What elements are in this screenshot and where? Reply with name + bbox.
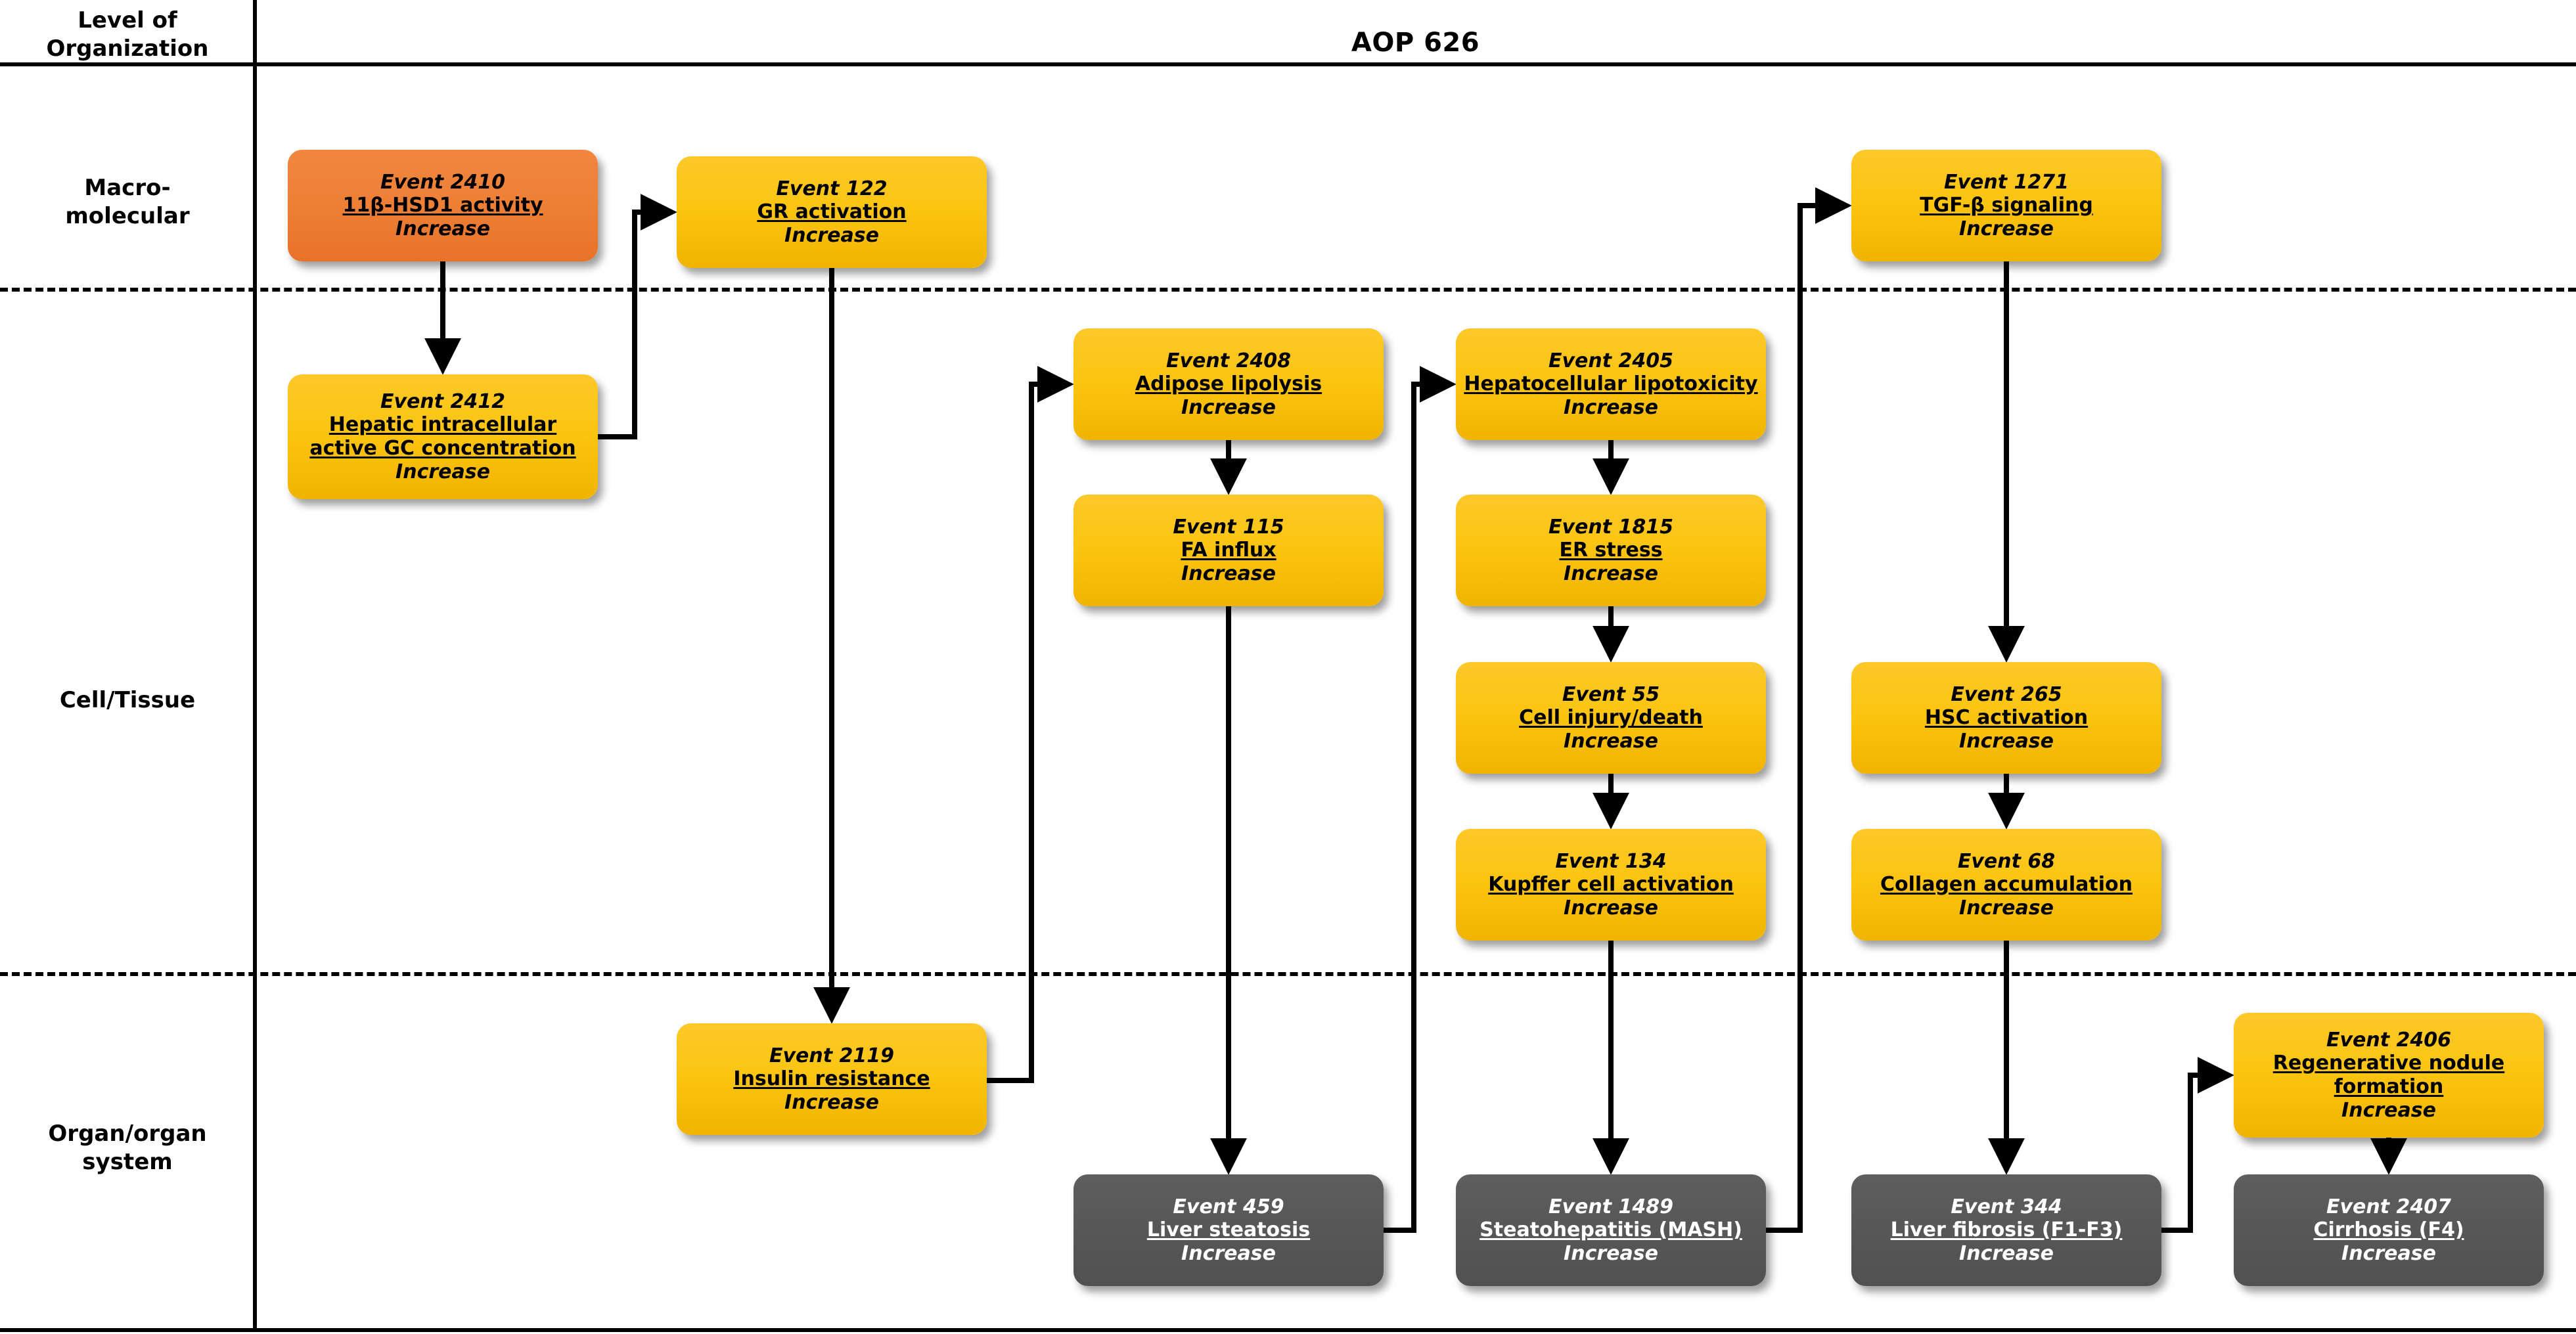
footer-rule [0, 1328, 2576, 1332]
event-node-459[interactable]: Event 459 Liver steatosis Increase [1073, 1174, 1384, 1286]
header-divider-rule [0, 62, 2576, 66]
vertical-axis-rule [253, 0, 257, 1331]
event-node-122[interactable]: Event 122 GR activation Increase [677, 156, 987, 268]
event-name: Kupffer cell activation [1488, 873, 1734, 896]
event-name: FA influx [1181, 539, 1277, 562]
event-name: Liver steatosis [1146, 1218, 1311, 1241]
event-node-1271[interactable]: Event 1271 TGF-β signaling Increase [1851, 150, 2161, 261]
event-name: Liver fibrosis (F1-F3) [1890, 1218, 2123, 1241]
event-name: Collagen accumulation [1880, 873, 2133, 896]
event-id: Event 2407 [2326, 1195, 2452, 1218]
event-name: Cirrhosis (F4) [2313, 1218, 2464, 1241]
level-label-cell-tissue: Cell/Tissue [59, 687, 196, 713]
event-id: Event 2405 [1548, 349, 1674, 372]
event-name: 11β-HSD1 activity [342, 194, 543, 217]
cell-organ-boundary [0, 972, 2576, 976]
event-name: Adipose lipolysis [1135, 372, 1322, 395]
event-name: HSC activation [1924, 706, 2089, 729]
column-header-label: Level of Organization [46, 7, 209, 62]
event-node-2412[interactable]: Event 2412 Hepatic intracellular active … [288, 374, 598, 499]
page-title: AOP 626 [1351, 28, 1480, 58]
event-id: Event 68 [1957, 849, 2056, 873]
event-direction: Increase [1181, 396, 1276, 419]
event-id: Event 1815 [1548, 515, 1674, 539]
event-node-2408[interactable]: Event 2408 Adipose lipolysis Increase [1073, 328, 1384, 440]
event-node-2405[interactable]: Event 2405 Hepatocellular lipotoxicity I… [1456, 328, 1766, 440]
event-id: Event 344 [1951, 1195, 2062, 1218]
event-direction: Increase [2341, 1099, 2436, 1122]
event-name: Cell injury/death [1519, 706, 1703, 729]
edge-e1489-e1271 [1766, 187, 1852, 1233]
event-direction: Increase [1959, 1242, 2054, 1265]
event-direction: Increase [2341, 1242, 2436, 1265]
event-direction: Increase [1564, 1242, 1658, 1265]
macromolecular-cell-boundary [0, 288, 2576, 292]
event-node-55[interactable]: Event 55 Cell injury/death Increase [1456, 662, 1766, 774]
event-id: Event 115 [1173, 515, 1284, 539]
event-node-265[interactable]: Event 265 HSC activation Increase [1851, 662, 2161, 774]
level-label-organ-system: Organ/organ system [48, 1121, 207, 1175]
event-id: Event 1271 [1943, 170, 2069, 194]
event-direction: Increase [1959, 730, 2054, 753]
event-direction: Increase [1959, 897, 2054, 920]
event-id: Event 2408 [1165, 349, 1292, 372]
event-direction: Increase [1959, 217, 2054, 240]
event-node-1489[interactable]: Event 1489 Steatohepatitis (MASH) Increa… [1456, 1174, 1766, 1286]
event-node-2119[interactable]: Event 2119 Insulin resistance Increase [677, 1023, 987, 1135]
level-of-organization-column: Level of Organization Macro- molecular C… [0, 0, 255, 1334]
event-name: Insulin resistance [733, 1067, 930, 1090]
event-id: Event 459 [1173, 1195, 1284, 1218]
event-name: Hepatic intracellular active GC concentr… [309, 413, 576, 460]
event-node-68[interactable]: Event 68 Collagen accumulation Increase [1851, 829, 2161, 941]
event-node-1815[interactable]: Event 1815 ER stress Increase [1456, 495, 1766, 606]
event-node-344[interactable]: Event 344 Liver fibrosis (F1-F3) Increas… [1851, 1174, 2161, 1286]
event-node-2406[interactable]: Event 2406 Regenerative nodule formation… [2234, 1013, 2544, 1138]
event-id: Event 134 [1555, 849, 1667, 873]
event-node-134[interactable]: Event 134 Kupffer cell activation Increa… [1456, 829, 1766, 941]
event-direction: Increase [1181, 1242, 1276, 1265]
edge-e459-e2405 [1384, 366, 1457, 1233]
event-name: TGF-β signaling [1920, 194, 2093, 217]
event-direction: Increase [1564, 897, 1658, 920]
event-direction: Increase [395, 460, 490, 483]
event-id: Event 2406 [2326, 1028, 2452, 1052]
event-direction: Increase [1564, 730, 1658, 753]
level-label-macromolecular: Macro- molecular [65, 175, 190, 229]
event-node-115[interactable]: Event 115 FA influx Increase [1073, 495, 1384, 606]
event-id: Event 265 [1951, 682, 2062, 706]
event-id: Event 55 [1562, 682, 1660, 706]
event-direction: Increase [1564, 562, 1658, 585]
edge-e344-e2406 [2161, 1057, 2234, 1233]
event-name: Hepatocellular lipotoxicity [1464, 372, 1758, 395]
event-id: Event 2412 [380, 389, 506, 413]
event-name: GR activation [757, 200, 907, 223]
event-direction: Increase [784, 1091, 879, 1114]
event-id: Event 2410 [380, 170, 506, 194]
edge-e2119-e2408 [987, 366, 1074, 1083]
event-direction: Increase [395, 217, 490, 240]
event-id: Event 122 [776, 177, 888, 200]
event-node-2407[interactable]: Event 2407 Cirrhosis (F4) Increase [2234, 1174, 2544, 1286]
event-id: Event 2119 [769, 1044, 895, 1067]
event-id: Event 1489 [1548, 1195, 1674, 1218]
event-name: ER stress [1559, 539, 1663, 562]
edge-e2412-e122 [598, 194, 677, 439]
event-direction: Increase [1564, 396, 1658, 419]
event-name: Regenerative nodule formation [2272, 1052, 2505, 1098]
event-node-2410[interactable]: Event 2410 11β-HSD1 activity Increase [288, 150, 598, 261]
event-direction: Increase [1181, 562, 1276, 585]
event-direction: Increase [784, 224, 879, 247]
event-name: Steatohepatitis (MASH) [1480, 1218, 1742, 1241]
